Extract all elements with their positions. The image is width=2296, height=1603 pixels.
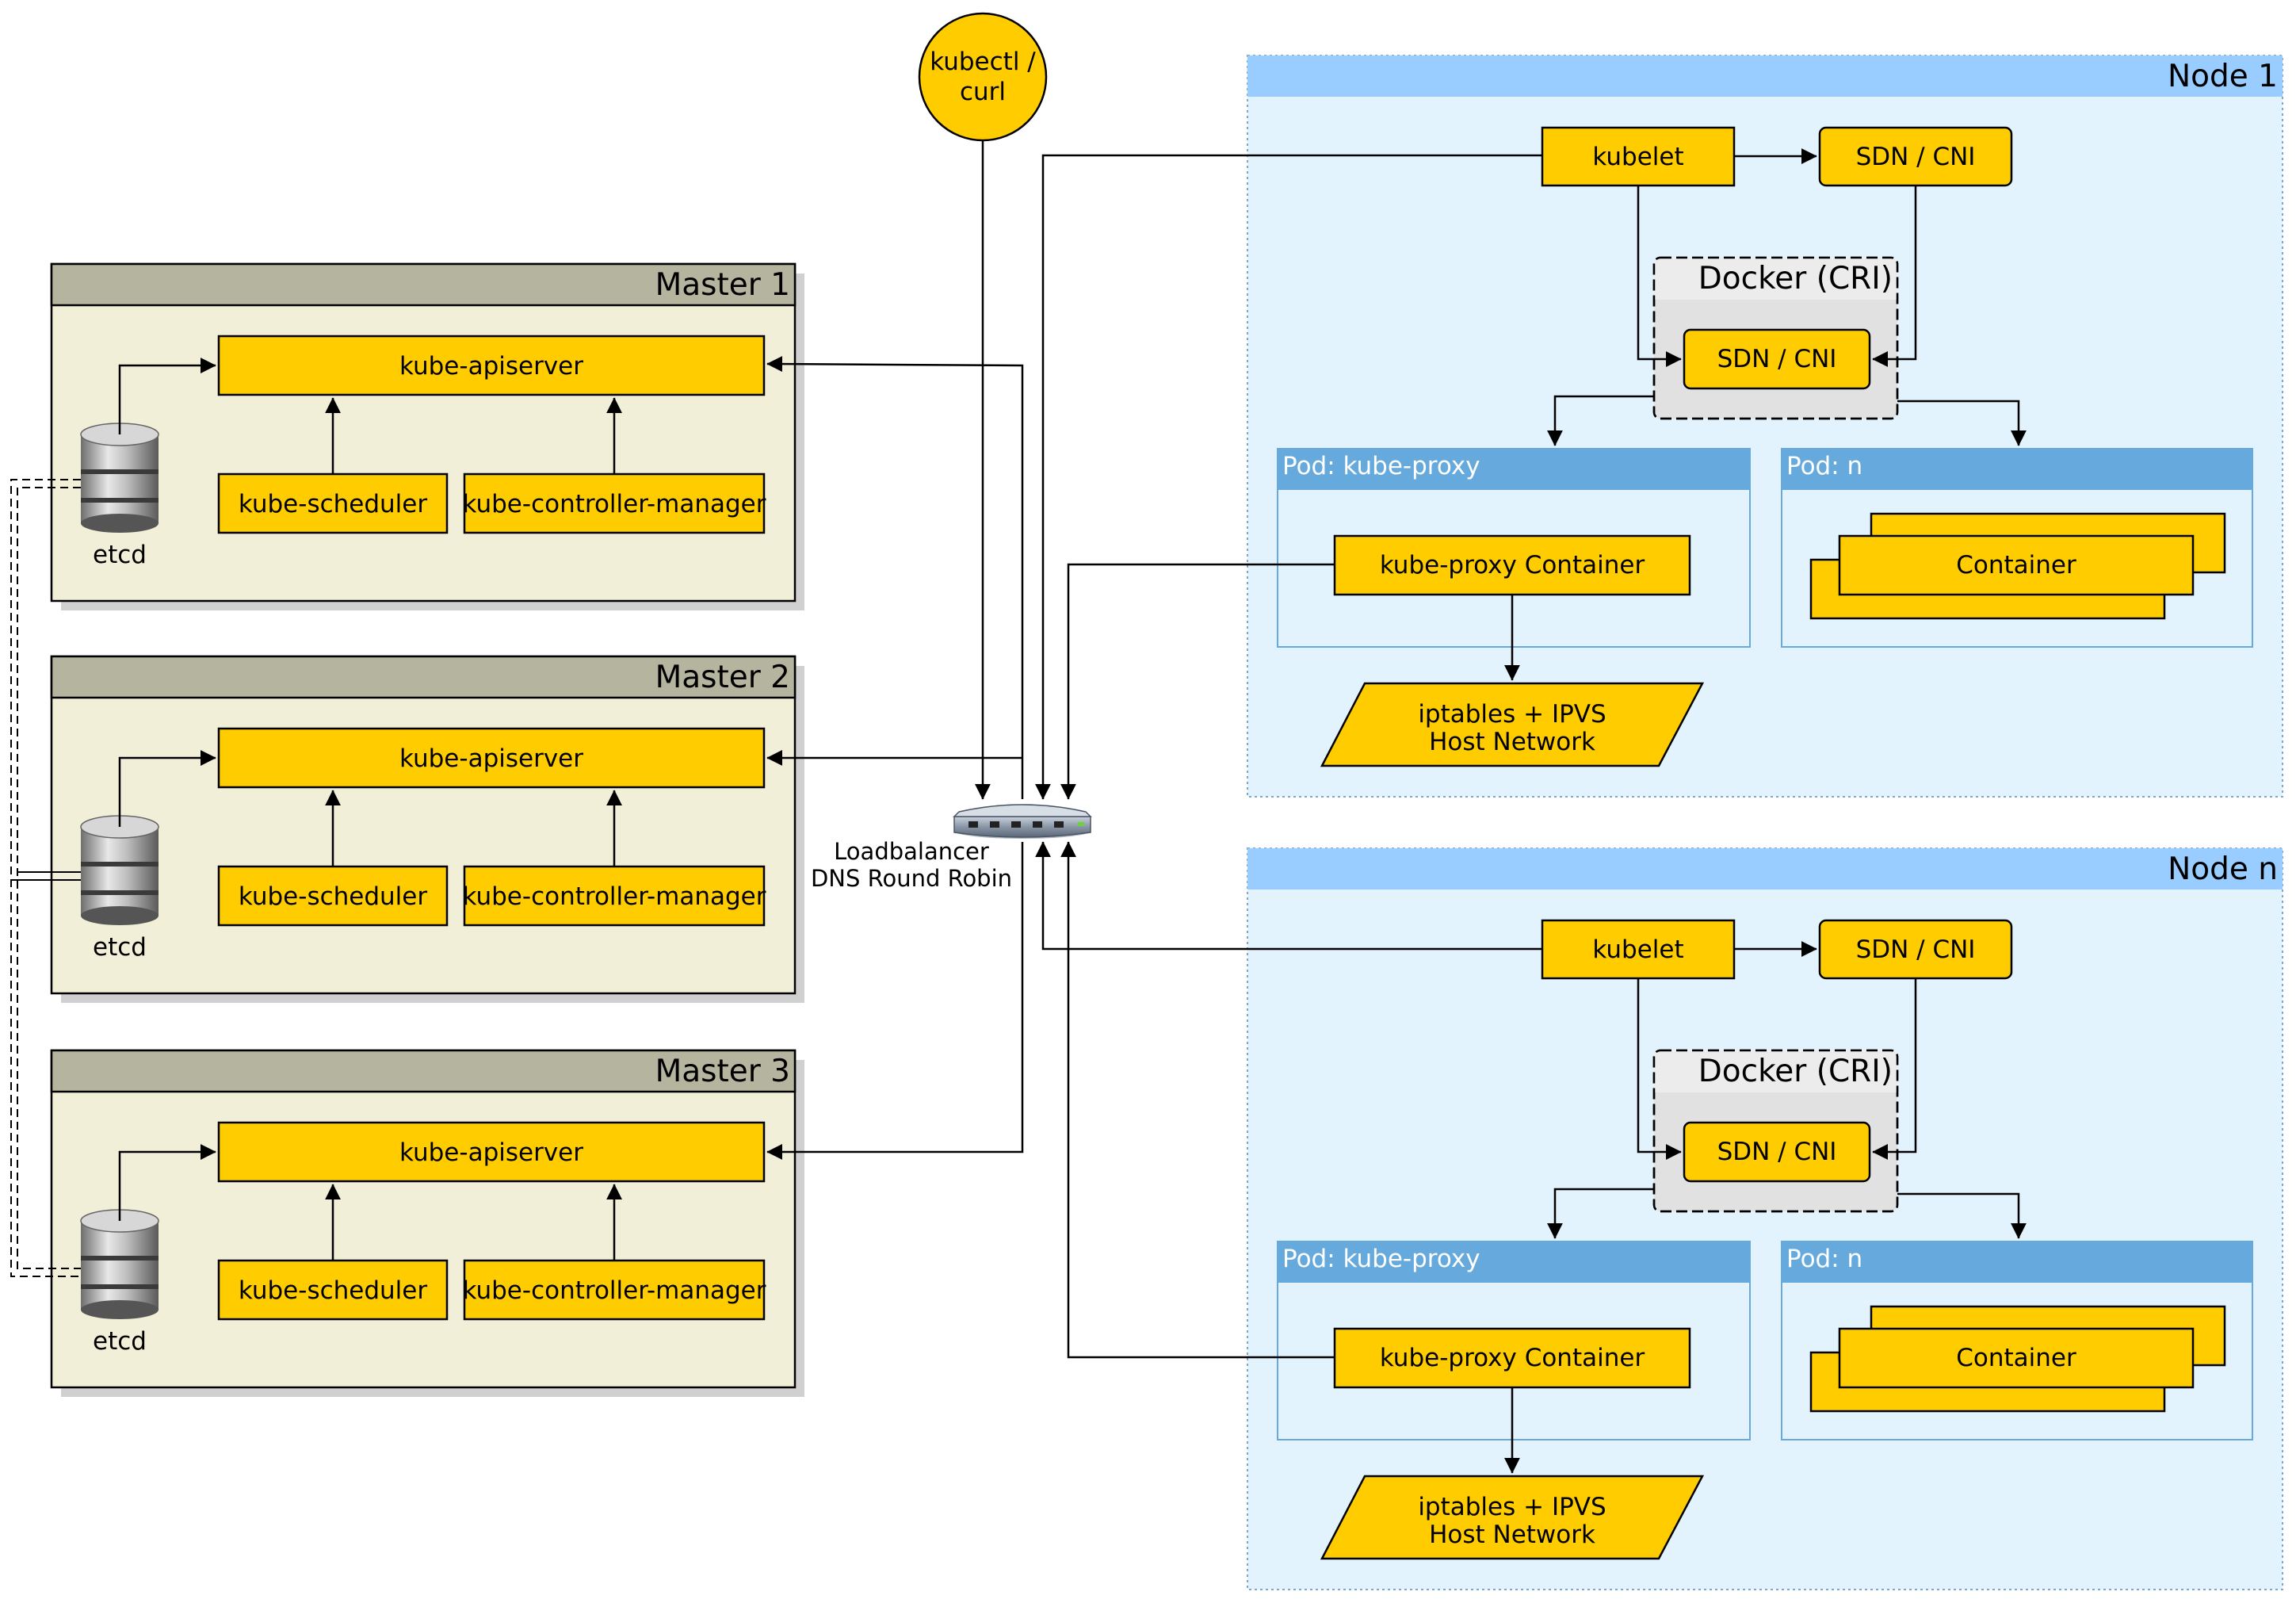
master-1-title: Master 1 xyxy=(655,267,790,303)
node-1-container-label: Container xyxy=(1956,551,2076,580)
node-1-kubelet-label: kubelet xyxy=(1592,143,1683,171)
node-n-iptables-label-1: iptables + IPVS xyxy=(1418,1493,1606,1521)
node-1-pod-kube-proxy-label: Pod: kube-proxy xyxy=(1282,452,1480,480)
node-n-docker-sdn-label: SDN / CNI xyxy=(1717,1138,1837,1166)
node-1-docker-sdn xyxy=(1683,328,1871,390)
master-2-controller-manager xyxy=(463,865,766,927)
master-3-controller-manager xyxy=(463,1259,766,1321)
client-node: kubectl / curl xyxy=(918,12,1048,142)
etcd-database-icon xyxy=(80,815,159,925)
node-n-container-label: Container xyxy=(1956,1344,2076,1372)
node-n-container xyxy=(1838,1327,2195,1389)
node-n-kube-proxy-container-label: kube-proxy Container xyxy=(1380,1344,1645,1372)
node-1-kubelet xyxy=(1541,126,1736,187)
node-1: Node 1 kubelet SDN / CNI Docker (CRI) SD… xyxy=(1247,55,2283,798)
master-1-controller-manager xyxy=(463,472,766,534)
node-n-pod-n-label: Pod: n xyxy=(1786,1245,1862,1273)
master-3-etcd-label: etcd xyxy=(93,1327,147,1356)
master-2-scheduler-label: kube-scheduler xyxy=(239,882,428,911)
node-n-iptables xyxy=(1320,1475,1705,1560)
master-3-controller-manager-label: kube-controller-manager xyxy=(462,1276,766,1305)
master-1-scheduler-label: kube-scheduler xyxy=(239,490,428,518)
master-2-apiserver xyxy=(217,727,766,789)
master-3-apiserver xyxy=(217,1121,766,1183)
master-1-controller-manager-label: kube-controller-manager xyxy=(462,490,766,518)
master-2-apiserver-label: kube-apiserver xyxy=(399,744,583,773)
node-n: Node n kubelet SDN / CNI Docker (CRI) SD… xyxy=(1247,847,2283,1590)
node-1-title: Node 1 xyxy=(2168,59,2278,94)
master-3-scheduler-label: kube-scheduler xyxy=(239,1276,428,1305)
master-2-title: Master 2 xyxy=(655,660,790,695)
node-1-iptables-label-2: Host Network xyxy=(1429,728,1595,756)
node-n-title: Node n xyxy=(2168,851,2278,887)
master-2-etcd-label: etcd xyxy=(93,933,147,962)
client-label-1: kubectl / xyxy=(930,48,1036,76)
node-1-docker-sdn-label: SDN / CNI xyxy=(1717,345,1837,373)
node-n-kubelet-label: kubelet xyxy=(1592,935,1683,964)
node-1-sdn-label: SDN / CNI xyxy=(1856,143,1976,171)
master-3-title: Master 3 xyxy=(655,1054,790,1089)
loadbalancer-switch-icon xyxy=(953,804,1092,839)
node-n-docker-sdn xyxy=(1683,1121,1871,1183)
master-1-apiserver-label: kube-apiserver xyxy=(399,352,583,381)
etcd-cluster-link xyxy=(10,479,81,1277)
loadbalancer-label-2: DNS Round Robin xyxy=(811,865,1012,892)
node-1-iptables-label-1: iptables + IPVS xyxy=(1418,700,1606,729)
master-3-scheduler xyxy=(217,1259,449,1321)
master-3-apiserver-label: kube-apiserver xyxy=(399,1138,583,1167)
client-label-2: curl xyxy=(960,78,1006,106)
node-n-pod-kube-proxy-label: Pod: kube-proxy xyxy=(1282,1245,1480,1273)
etcd-database-icon xyxy=(80,1209,159,1319)
node-1-docker-label: Docker (CRI) xyxy=(1698,261,1893,296)
node-1-kube-proxy-container-label: kube-proxy Container xyxy=(1380,551,1645,580)
cluster-connections xyxy=(766,140,1542,1359)
node-n-kube-proxy-container xyxy=(1333,1327,1691,1389)
master-3: Master 3 kube-apiserver kube-scheduler k… xyxy=(50,1049,804,1397)
master-2: Master 2 kube-apiserver kube-scheduler k… xyxy=(50,655,804,1003)
node-1-kube-proxy-container xyxy=(1333,534,1691,596)
node-n-docker-label: Docker (CRI) xyxy=(1698,1054,1893,1089)
node-1-pod-n-label: Pod: n xyxy=(1786,452,1862,480)
loadbalancer-label-1: Loadbalancer xyxy=(834,838,989,865)
master-1-apiserver xyxy=(217,335,766,396)
master-1: Master 1 kube-apiserver kube-scheduler k… xyxy=(50,262,804,610)
node-1-iptables xyxy=(1320,682,1705,767)
node-n-iptables-label-2: Host Network xyxy=(1429,1521,1595,1549)
etcd-database-icon xyxy=(80,423,159,533)
master-1-etcd-label: etcd xyxy=(93,541,147,569)
node-1-container xyxy=(1838,534,2195,596)
node-n-sdn-label: SDN / CNI xyxy=(1856,935,1976,964)
master-1-scheduler xyxy=(217,472,449,534)
master-2-controller-manager-label: kube-controller-manager xyxy=(462,882,766,911)
